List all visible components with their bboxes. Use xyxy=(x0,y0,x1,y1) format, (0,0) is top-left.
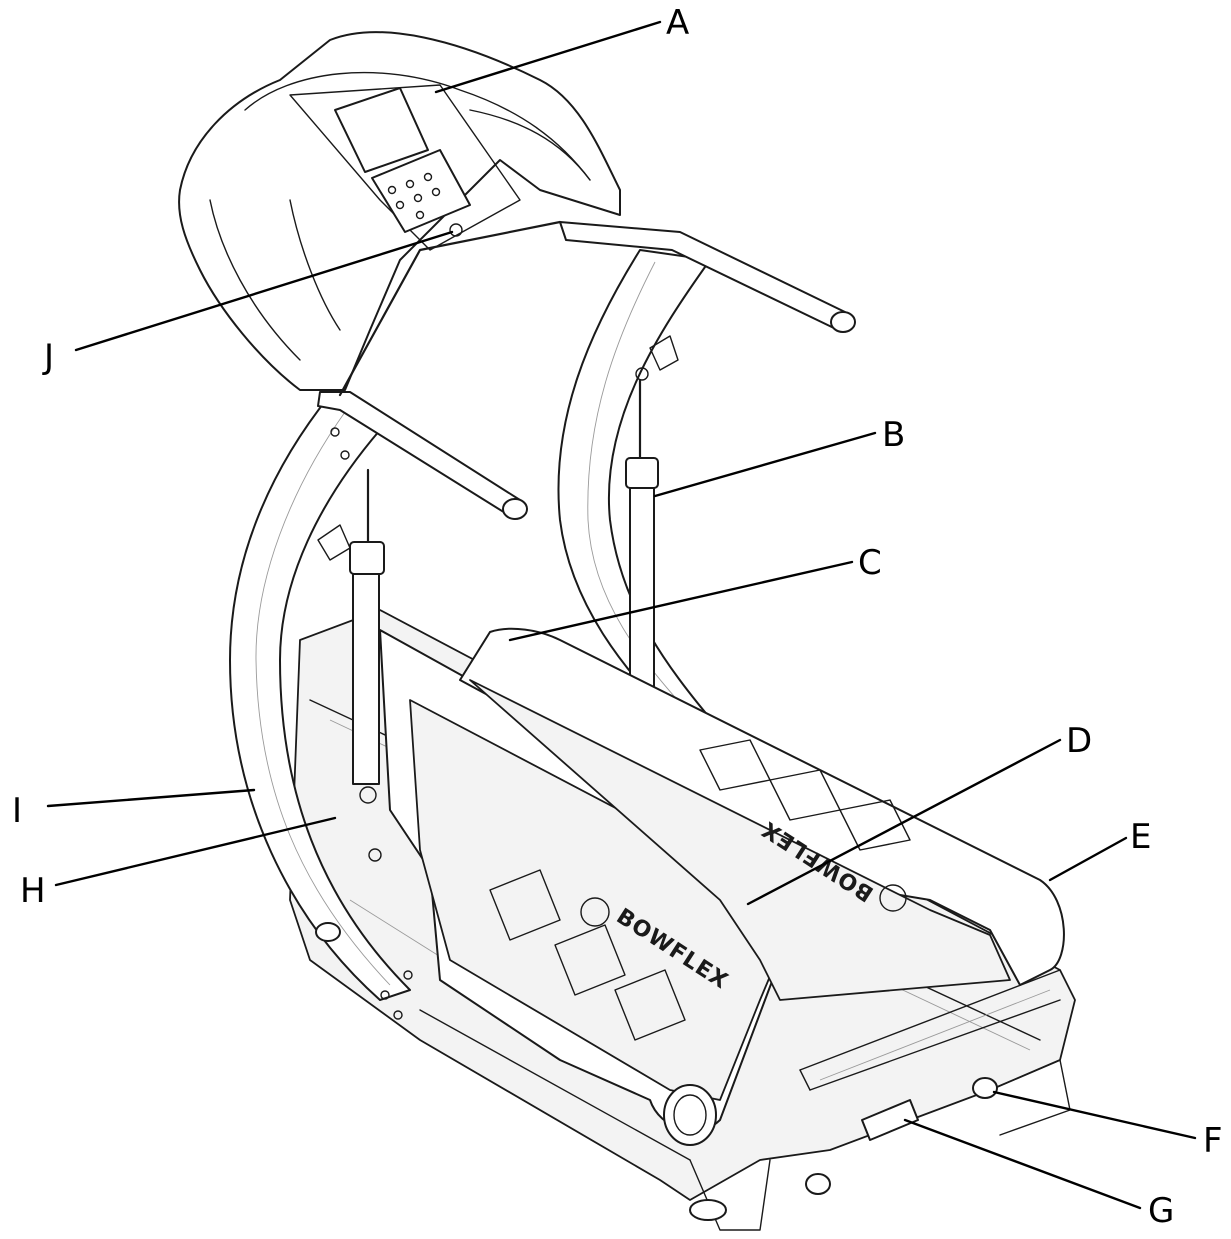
leader-a xyxy=(434,20,662,94)
console-knob xyxy=(449,223,463,237)
front-feet xyxy=(315,922,727,1221)
callout-labels: A B C D E F G H I J xyxy=(12,3,1223,1231)
leader-i xyxy=(46,788,256,808)
callout-a: A xyxy=(666,3,689,43)
left-upright xyxy=(229,394,413,1020)
callout-i: I xyxy=(12,791,22,831)
right-treadle: BOWFLEX xyxy=(459,627,1065,1001)
leader-h xyxy=(54,816,337,887)
handlebars xyxy=(317,220,856,520)
leader-g xyxy=(903,1118,1142,1210)
center-deck xyxy=(799,969,1061,1091)
wheels xyxy=(805,1077,998,1195)
leader-f xyxy=(992,1090,1197,1140)
callout-d: D xyxy=(1066,721,1092,761)
callout-leaders xyxy=(46,20,1197,1210)
shock-right xyxy=(625,335,679,689)
power-plate xyxy=(861,1099,919,1141)
left-treadle: BOWFLEX xyxy=(379,629,831,1146)
console-screen xyxy=(334,87,429,173)
callout-h: H xyxy=(20,871,46,911)
console-keypad xyxy=(371,149,471,233)
leader-c xyxy=(508,560,854,642)
callout-c: C xyxy=(858,543,882,583)
console-frame xyxy=(178,31,621,391)
callout-f: F xyxy=(1203,1121,1223,1161)
leader-j xyxy=(74,230,454,352)
callout-e: E xyxy=(1130,817,1151,857)
leader-e xyxy=(1048,836,1128,882)
callout-g: G xyxy=(1148,1191,1174,1231)
leader-b xyxy=(653,431,877,498)
shock-left xyxy=(317,468,385,804)
leader-d xyxy=(746,738,1062,906)
callout-j: J xyxy=(42,337,54,377)
callout-b: B xyxy=(882,415,905,455)
